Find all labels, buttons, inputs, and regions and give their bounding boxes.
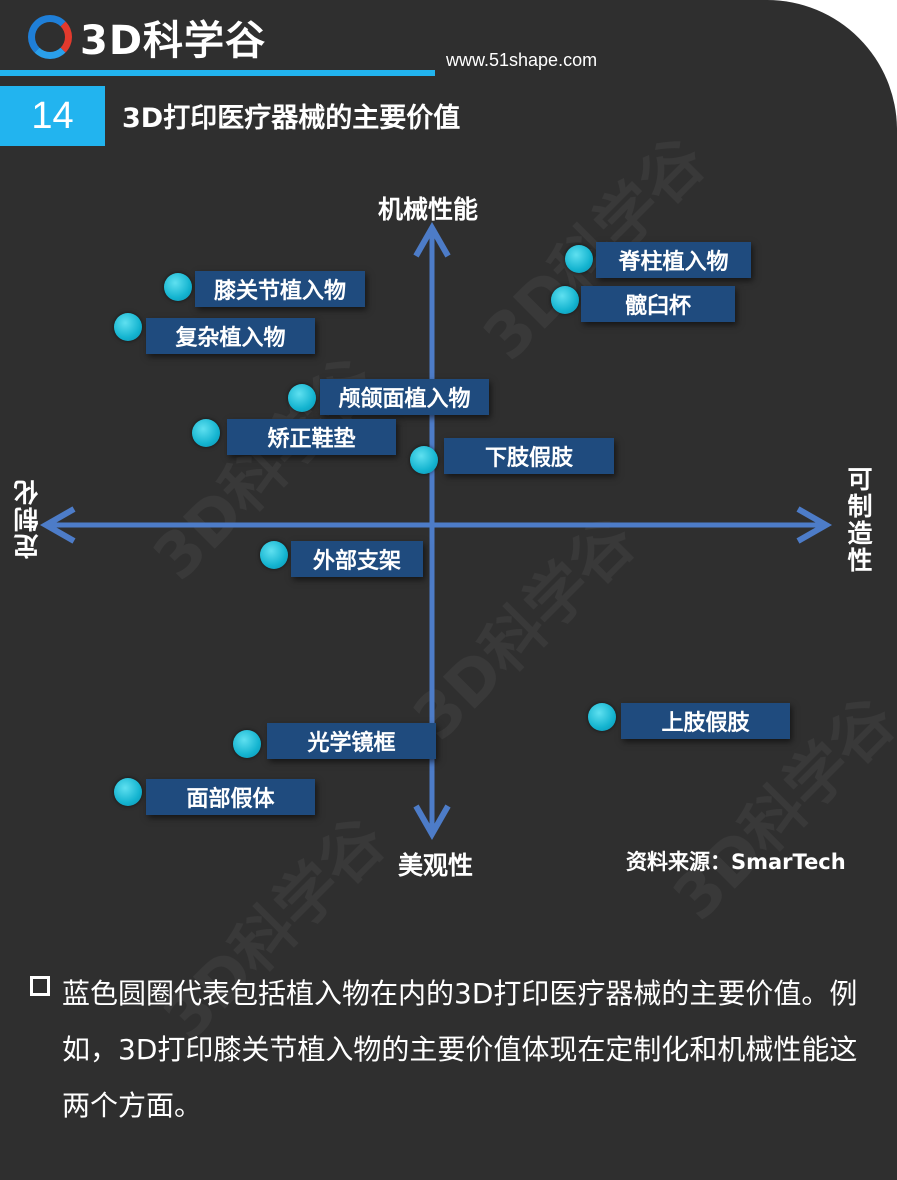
value-point xyxy=(164,273,192,301)
item-label: 矫正鞋垫 xyxy=(227,419,396,455)
item-label: 下肢假肢 xyxy=(444,438,614,474)
item-label: 颅颌面植入物 xyxy=(320,379,489,415)
slide-number: 14 xyxy=(0,86,105,146)
header-rule xyxy=(0,70,435,76)
value-point xyxy=(192,419,220,447)
axis-label-bottom: 美观性 xyxy=(398,851,474,880)
website-link[interactable]: www.51shape.com xyxy=(446,50,598,70)
item-label: 上肢假肢 xyxy=(621,703,790,739)
axis-label-right: 可制造性 xyxy=(844,466,873,574)
slide-title: 3D打印医疗器械的主要价值 xyxy=(122,103,461,134)
source-note: 资料来源：SmarTech xyxy=(626,850,846,874)
bullet-square-icon xyxy=(30,976,50,996)
arrow-left-icon xyxy=(39,506,76,544)
value-point xyxy=(551,286,579,314)
value-point xyxy=(233,730,261,758)
arrow-down-icon xyxy=(413,804,451,841)
arrow-right-icon xyxy=(796,506,833,544)
axis-label-top: 机械性能 xyxy=(378,195,479,224)
item-label: 髋臼杯 xyxy=(581,286,735,322)
item-label: 外部支架 xyxy=(291,541,423,577)
value-point xyxy=(565,245,593,273)
value-point xyxy=(288,384,316,412)
item-label: 光学镜框 xyxy=(267,723,436,759)
item-label: 复杂植入物 xyxy=(146,318,315,354)
logo-text: 3D科学谷 xyxy=(80,18,267,64)
value-point xyxy=(114,778,142,806)
arrow-up-icon xyxy=(413,221,451,258)
item-label: 脊柱植入物 xyxy=(596,242,751,278)
axis-label-left: 定制化 xyxy=(13,478,42,559)
brand-logo: 3D科学谷 xyxy=(28,8,266,66)
item-label: 膝关节植入物 xyxy=(195,271,365,307)
logo-ring-icon xyxy=(28,15,72,59)
value-point xyxy=(260,541,288,569)
item-label: 面部假体 xyxy=(146,779,315,815)
value-point xyxy=(114,313,142,341)
description-text: 蓝色圆圈代表包括植入物在内的3D打印医疗器械的主要价值。例如，3D打印膝关节植入… xyxy=(62,977,858,1122)
value-point xyxy=(410,446,438,474)
value-point xyxy=(588,703,616,731)
